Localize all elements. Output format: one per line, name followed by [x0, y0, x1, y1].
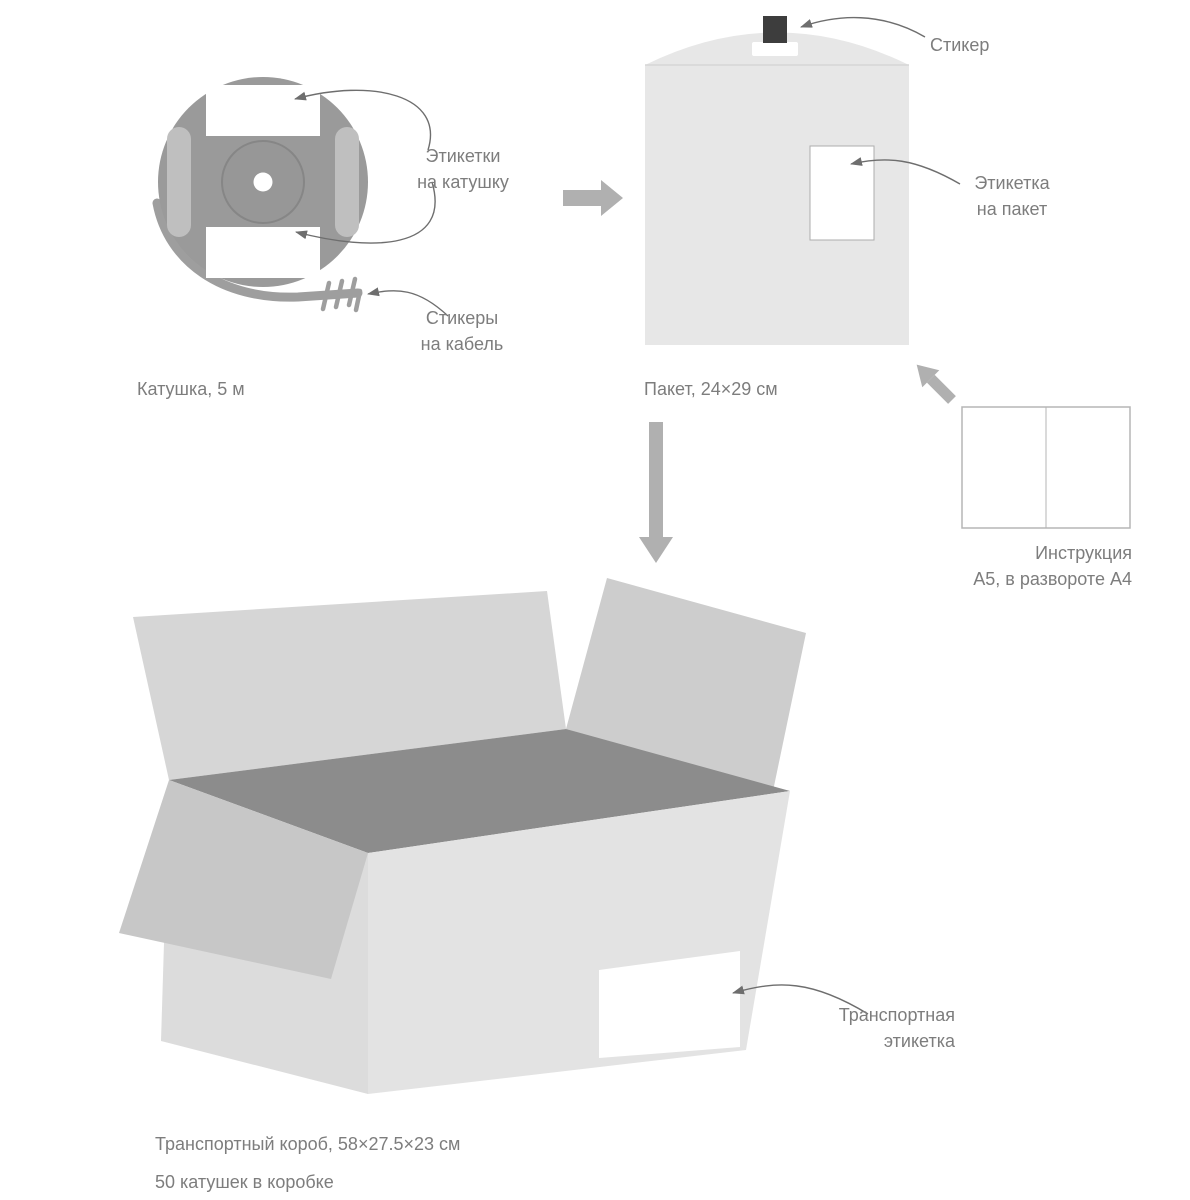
box-transport-label	[599, 951, 740, 1058]
shipping-box-graphic	[119, 578, 806, 1094]
pointer-arrow-package-sticker	[800, 16, 926, 38]
transport-label-annotation: Транспортная этикетка	[838, 1005, 955, 1051]
flow-arrow-upleft-icon	[916, 364, 956, 404]
package-label	[809, 145, 875, 241]
box-flap-front-left	[119, 780, 368, 979]
package-body	[645, 32, 909, 345]
pointer-arrow-reel-label-top	[294, 89, 431, 151]
spool-hub-hole	[253, 172, 273, 192]
box-flap-back-right	[566, 578, 806, 791]
reel-labels-annotation: Этикетки на катушку	[417, 146, 509, 192]
spool-slot-left	[167, 127, 191, 237]
box-size-caption: Транспортный короб, 58×27.5×23 см	[155, 1134, 461, 1154]
box-interior	[169, 729, 790, 853]
pointer-arrow-transport-label	[732, 984, 869, 1015]
flow-arrow-down-icon	[639, 422, 673, 563]
spool-slot-right	[335, 127, 359, 237]
package-caption: Пакет, 24×29 см	[644, 379, 778, 399]
reel-label-bottom	[206, 227, 320, 278]
cable-sticker-ticks-icon	[320, 276, 363, 313]
package-hang-tab	[752, 42, 798, 56]
pointer-arrow-cable-stickers	[367, 287, 449, 317]
spool-graphic	[152, 77, 368, 313]
package-sticker-annotation: Стикер	[930, 35, 990, 55]
package-label-annotation: Этикетка на пакет	[974, 173, 1050, 219]
package-graphic	[645, 16, 909, 345]
cable-stickers-annotation: Стикеры на кабель	[420, 308, 504, 354]
flow-arrow-right-icon	[563, 180, 623, 216]
box-flap-back-left	[133, 591, 566, 780]
spool-caption: Катушка, 5 м	[137, 379, 245, 399]
package-sticker-icon	[763, 16, 787, 43]
pointer-arrow-reel-label-bottom	[295, 181, 436, 244]
instruction-caption: Инструкция А5, в развороте А4	[973, 543, 1132, 589]
box-count-caption: 50 катушек в коробке	[155, 1172, 334, 1192]
instruction-sheet-graphic	[961, 406, 1131, 529]
reel-label-top	[206, 85, 320, 136]
pointer-arrow-package-label	[850, 157, 961, 185]
